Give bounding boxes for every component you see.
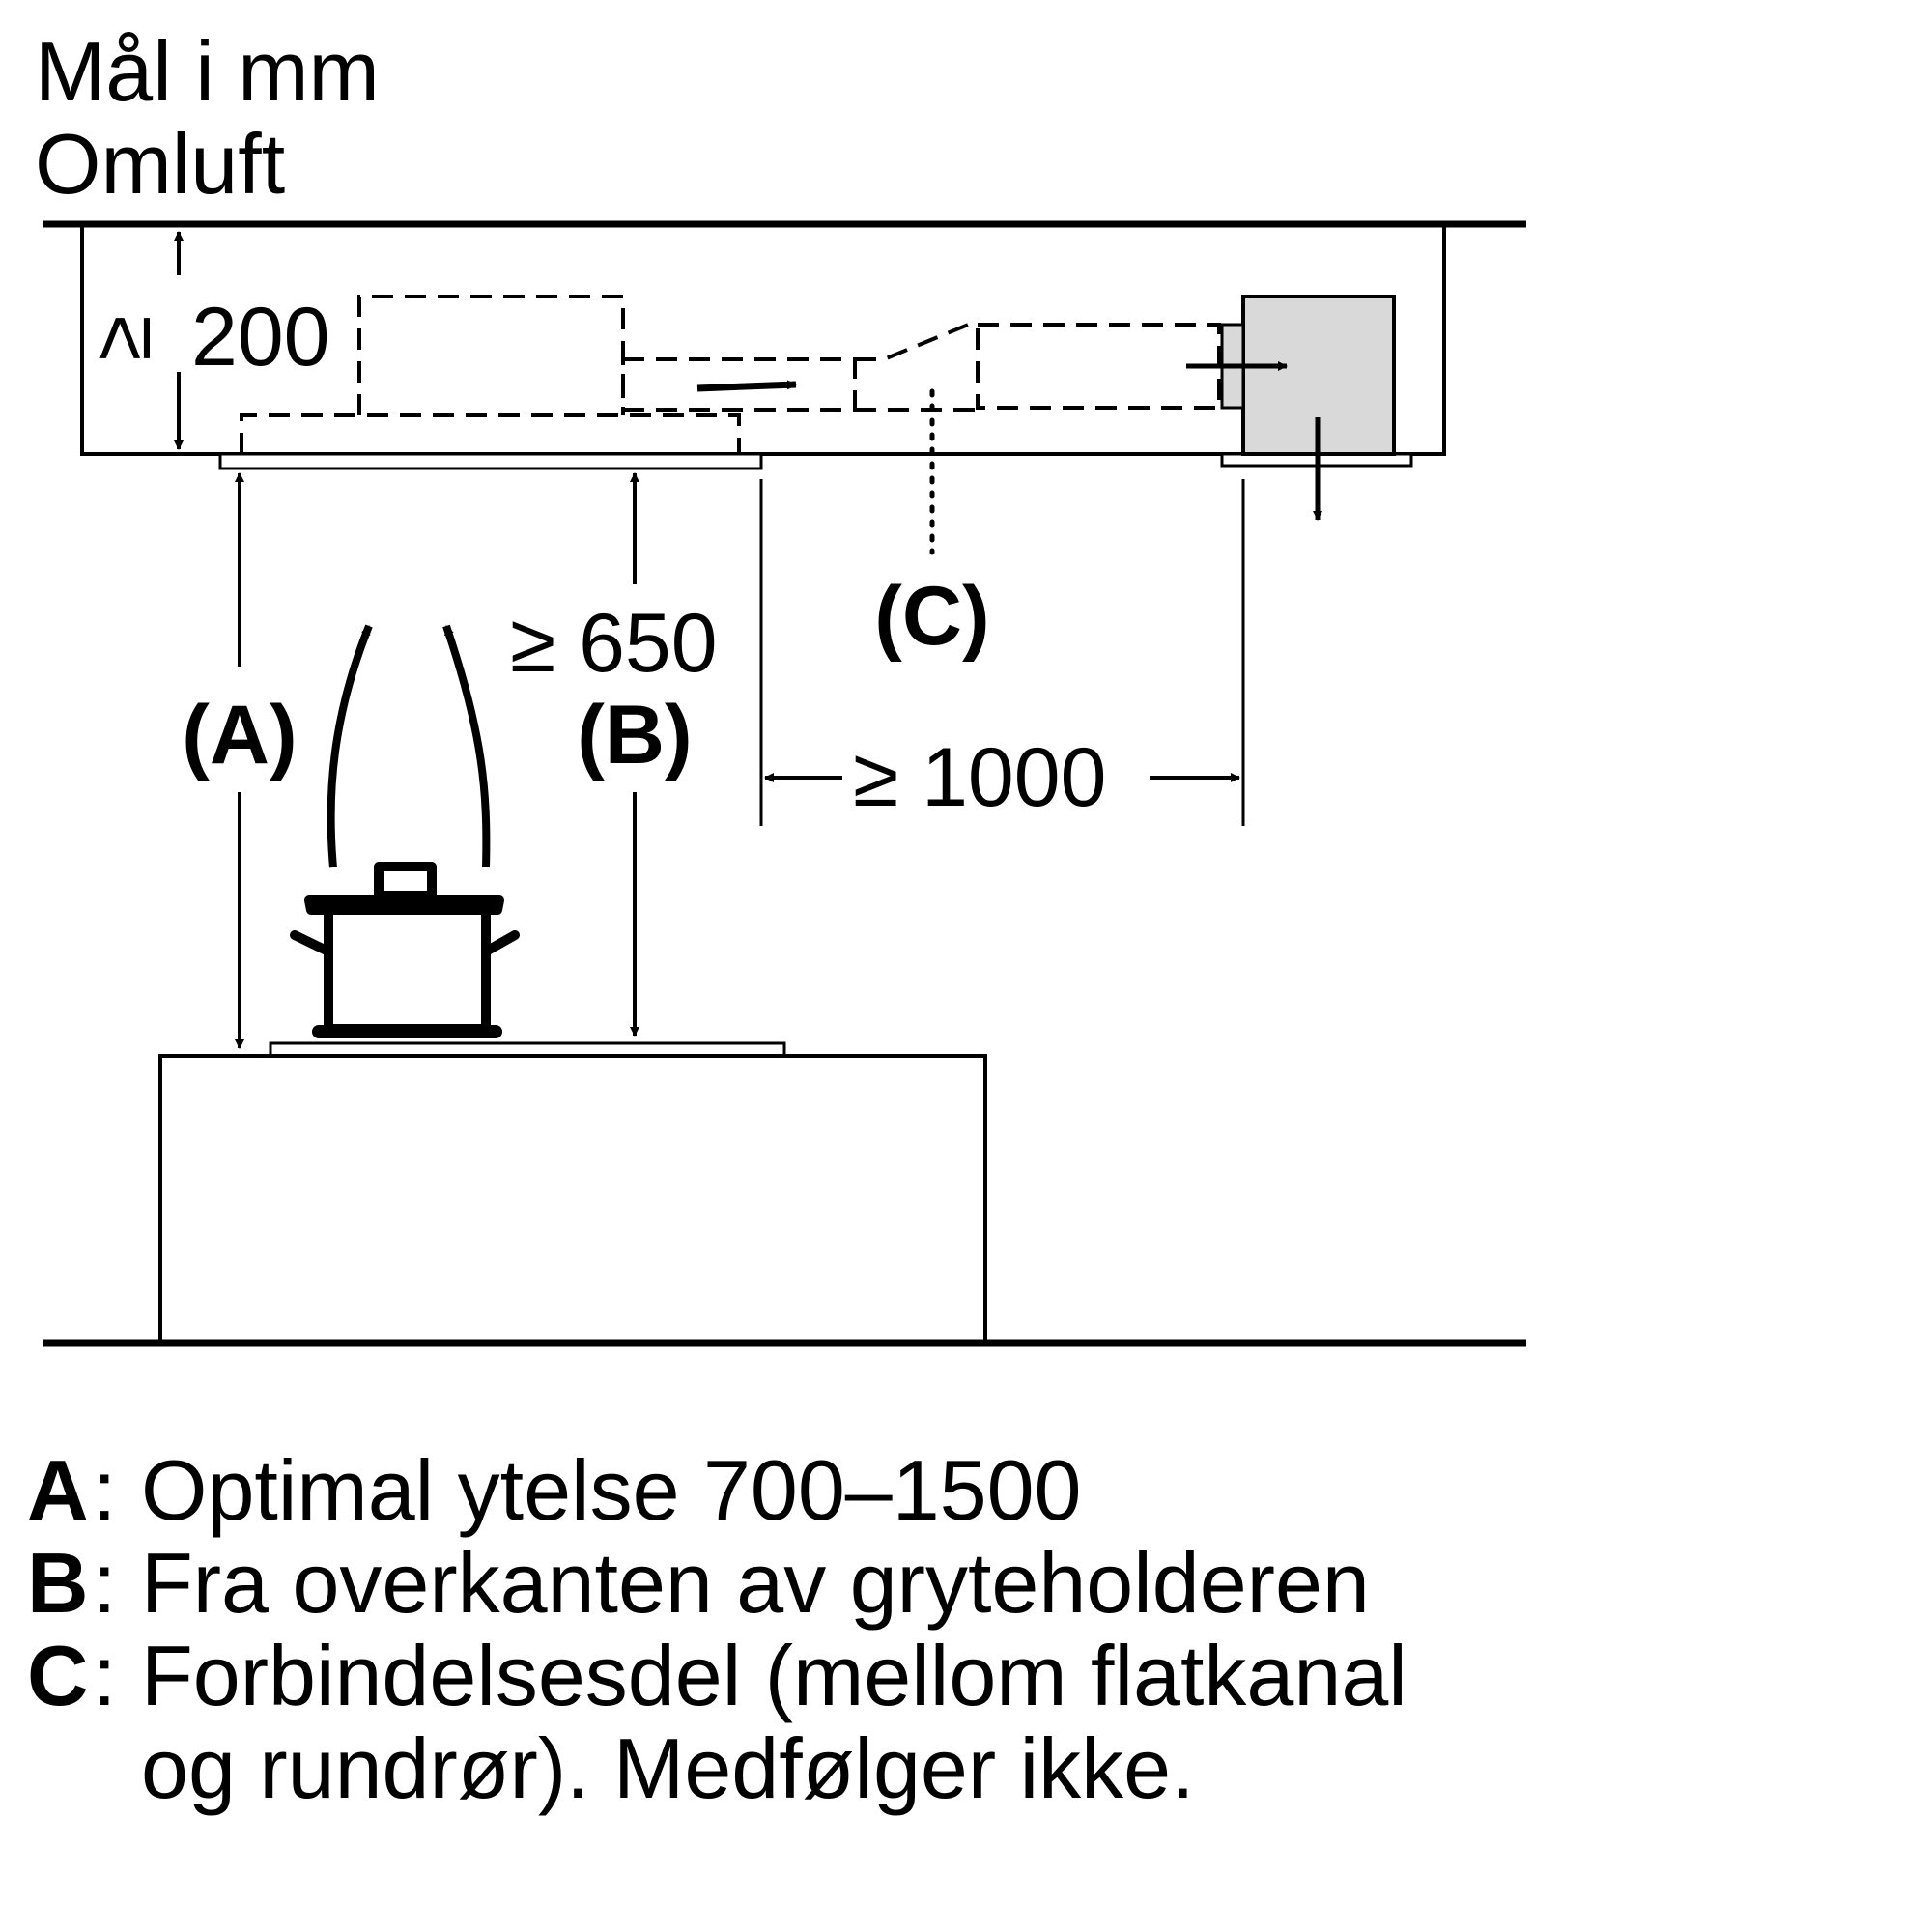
hood-motor-outline bbox=[357, 295, 625, 415]
hood-body-outline bbox=[240, 413, 741, 454]
height-clearance-label: ≥ bbox=[75, 315, 168, 360]
label-b: (B) bbox=[577, 689, 692, 781]
legend-key-b: B bbox=[27, 1535, 89, 1631]
steam-arrow-right bbox=[442, 624, 491, 868]
mode-title: Omluft bbox=[35, 116, 286, 212]
connector-piece-outline bbox=[855, 319, 979, 412]
label-c: (C) bbox=[874, 570, 989, 663]
legend-colon: : bbox=[93, 1535, 117, 1631]
hood-panel bbox=[218, 452, 763, 470]
legend-text-c: Forbindelsesdel (mellom flatkanal bbox=[141, 1628, 1407, 1723]
legend-text-b: Fra overkanten av gryteholderen bbox=[141, 1535, 1370, 1631]
steam-arrow-left bbox=[327, 624, 373, 868]
legend-text-a: Optimal ytelse 700–1500 bbox=[141, 1442, 1082, 1538]
min-distance-label: ≥ 650 bbox=[510, 597, 718, 690]
ceiling-cavity bbox=[80, 224, 1446, 456]
legend-text-c-continued: og rundrør). Medfølger ikke. bbox=[141, 1720, 1195, 1816]
legend-colon: : bbox=[93, 1442, 117, 1538]
legend-key-c: C bbox=[27, 1628, 89, 1723]
height-value-label: 200 bbox=[191, 291, 330, 384]
hidden-ducting bbox=[240, 295, 1221, 454]
legend-key-a: A bbox=[27, 1442, 89, 1538]
unit-title: Mål i mm bbox=[35, 23, 380, 119]
round-duct-outline bbox=[976, 323, 1221, 410]
legend-colon: : bbox=[93, 1628, 117, 1723]
horizontal-distance-label: ≥ 1000 bbox=[853, 731, 1106, 824]
label-a: (A) bbox=[182, 689, 297, 781]
flat-duct-outline bbox=[621, 357, 857, 412]
duct-flow-arrow bbox=[696, 380, 797, 392]
kitchen-counter bbox=[158, 1054, 987, 1345]
pot-icon bbox=[290, 862, 520, 1038]
